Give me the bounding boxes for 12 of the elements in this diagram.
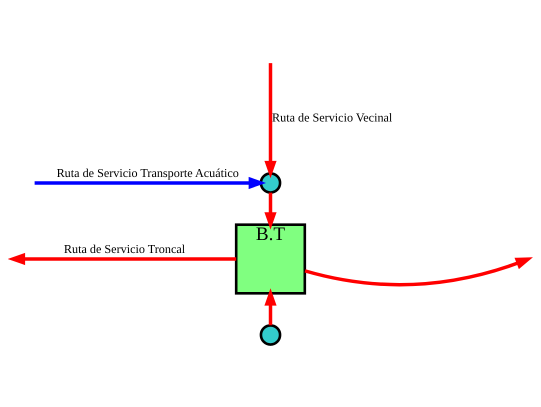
- arrow: [264, 63, 277, 178]
- arrow: [34, 176, 266, 190]
- arrow: [264, 192, 277, 230]
- edge-label: Ruta de Servicio Troncal: [64, 242, 186, 256]
- edge-label: Ruta de Servicio Vecinal: [272, 110, 392, 124]
- node-box: B.T: [234, 223, 306, 295]
- edge-label: Ruta de Servicio Transporte Acuático: [56, 166, 239, 180]
- node-circle: [260, 324, 282, 346]
- arrow: [8, 252, 236, 266]
- node-circle: [260, 172, 282, 194]
- arrow: [304, 257, 533, 286]
- arrow: [264, 288, 277, 326]
